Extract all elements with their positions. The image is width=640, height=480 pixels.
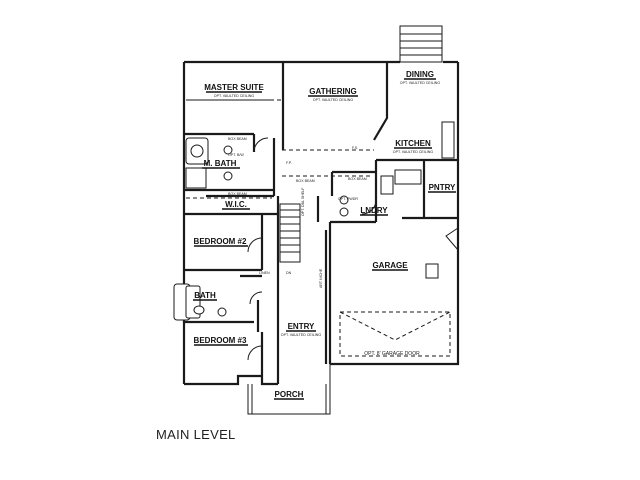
- room-label-bedroom-2: BEDROOM #2: [194, 237, 247, 246]
- room-label-laundry: LNDRY: [360, 206, 388, 215]
- annotations: BOX BEAM BOX BEAM BOX BEAM BOX BEAM OPT.…: [228, 137, 367, 288]
- note-art-niche: ART NICHE: [319, 268, 323, 288]
- room-label-dining: DINING: [406, 70, 434, 79]
- note-fs: F.S.: [352, 146, 358, 150]
- room-label-wic: W.I.C.: [225, 200, 247, 209]
- room-label-kitchen: KITCHEN: [395, 139, 431, 148]
- note-opt-dbl-shelf: OPT. DBL SHELF: [301, 187, 305, 216]
- note-box-beam-2: BOX BEAM: [228, 192, 247, 196]
- note-box-beam-4: BOX BEAM: [348, 177, 367, 181]
- rear-steps: [399, 25, 443, 63]
- room-note-master-suite: OPT. VAULTED CEILING: [214, 94, 255, 98]
- note-dn: DN: [286, 271, 292, 275]
- room-label-master-bath: M. BATH: [204, 159, 237, 168]
- room-label-gathering: GATHERING: [309, 87, 356, 96]
- room-label-pantry: PNTRY: [429, 183, 456, 192]
- room-note-gathering: OPT. VAULTED CEILING: [313, 98, 354, 102]
- note-opt-bw: OPT. B/W: [228, 153, 244, 157]
- ceiling-lines: [186, 99, 451, 357]
- room-labels: MASTER SUITE OPT. VAULTED CEILING GATHER…: [193, 70, 456, 400]
- note-fp: F.P.: [286, 161, 292, 165]
- note-box-beam-1: BOX BEAM: [228, 137, 247, 141]
- exterior-walls: [182, 60, 460, 386]
- room-label-master-suite: MASTER SUITE: [204, 83, 264, 92]
- room-label-entry: ENTRY: [288, 322, 315, 331]
- fixtures: [173, 121, 459, 361]
- room-label-porch: PORCH: [275, 390, 304, 399]
- garage-door-note: OPT. 8' GARAGE DOOR: [364, 351, 420, 357]
- room-note-dining: OPT. VAULTED CEILING: [400, 81, 441, 85]
- room-note-entry: OPT. VAULTED CEILING: [281, 333, 322, 337]
- note-box-beam-3: BOX BEAM: [296, 179, 315, 183]
- note-opt-pwdr: OPT. PWDR: [338, 197, 358, 201]
- level-title: MAIN LEVEL: [156, 427, 236, 442]
- note-linen: LINEN: [259, 271, 270, 275]
- room-label-bath: BATH: [194, 291, 216, 300]
- room-label-garage: GARAGE: [372, 261, 408, 270]
- room-note-kitchen: OPT. VAULTED CEILING: [393, 150, 434, 154]
- room-label-bedroom-3: BEDROOM #3: [194, 336, 247, 345]
- stairs: [279, 203, 301, 263]
